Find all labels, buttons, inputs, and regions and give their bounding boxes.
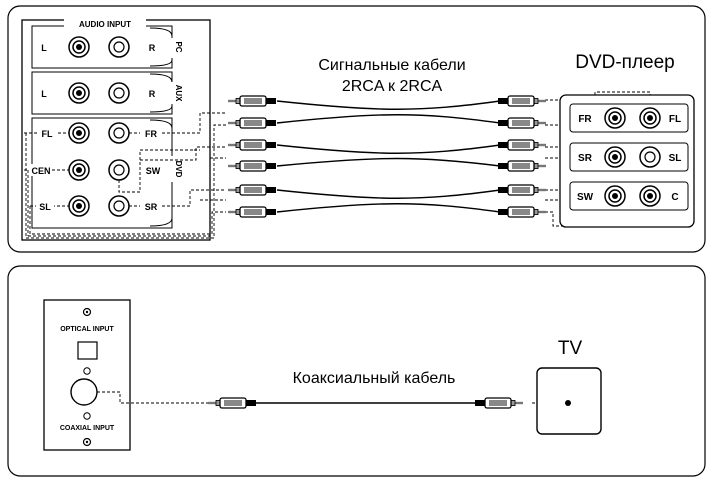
dvd-label: DVD xyxy=(174,161,183,178)
dvd-sr-jack xyxy=(604,146,626,168)
fl-jack xyxy=(68,122,90,144)
dvd-c-label: C xyxy=(671,192,678,203)
pc-right-jack xyxy=(108,36,130,58)
input-plate: OPTICAL INPUT COAXIAL INPUT xyxy=(43,299,131,451)
dvd-fr-jack xyxy=(604,107,626,129)
aux-right-label: R xyxy=(149,89,156,99)
sl-jack xyxy=(68,195,90,217)
aux-label: AUX xyxy=(174,85,183,103)
aux-right-jack xyxy=(108,82,130,104)
tv-box xyxy=(536,367,602,435)
optical-input-port xyxy=(77,341,98,360)
top-panel xyxy=(7,5,706,253)
rca-plugs-left xyxy=(227,95,277,218)
dvd-sw-label: SW xyxy=(577,192,594,203)
fr-label: FR xyxy=(145,129,157,139)
dvd-sl-label: SL xyxy=(669,153,682,164)
pc-right-label: R xyxy=(149,43,156,53)
dvd-c-jack xyxy=(639,185,661,207)
dvd-sl-jack xyxy=(639,146,661,168)
aux-left-label: L xyxy=(41,89,47,99)
cen-label: CEN xyxy=(31,166,50,176)
audio-input-label: AUDIO INPUT xyxy=(79,20,131,29)
fr-jack xyxy=(108,122,130,144)
cable-caption-line2: 2RCA к 2RCA xyxy=(342,78,443,95)
dvd-fr-label: FR xyxy=(578,114,592,125)
pc-left-label: L xyxy=(41,43,47,53)
receiver-audio-input: AUDIO INPUT PC AUX DVD L R L R xyxy=(21,19,211,241)
dvd-fl-label: FL xyxy=(669,114,681,125)
dvd-fl-jack xyxy=(639,107,661,129)
coaxial-input-port xyxy=(70,378,98,406)
cable-caption-line1: Сигнальные кабели xyxy=(318,57,465,74)
sr-label: SR xyxy=(145,202,158,212)
coax-plug-right xyxy=(474,397,524,409)
tv-label: TV xyxy=(558,338,583,359)
dvd-sw-jack xyxy=(604,185,626,207)
sl-label: SL xyxy=(39,202,51,212)
cen-jack xyxy=(68,159,90,181)
dvd-sr-label: SR xyxy=(578,153,593,164)
pc-label: PC xyxy=(174,41,183,52)
coaxial-input-label: COAXIAL INPUT xyxy=(60,425,115,432)
fl-label: FL xyxy=(42,129,53,139)
coax-plug-left xyxy=(207,397,257,409)
rca-plugs-right xyxy=(497,95,547,218)
sw-jack xyxy=(108,159,130,181)
coax-cable-caption: Коаксиальный кабель xyxy=(293,370,456,387)
receiver-channel-labels: FL FR CEN SW SL SR xyxy=(30,127,163,212)
sw-label: SW xyxy=(146,166,161,176)
aux-left-jack xyxy=(68,82,90,104)
dvd-player-title: DVD-плеер xyxy=(575,52,675,73)
dvd-player-panel: FR FL SR SL SW C xyxy=(559,94,695,228)
rca-cables xyxy=(276,100,501,213)
tv-coax-port xyxy=(565,400,571,406)
dashed-wiring xyxy=(24,91,653,239)
pc-left-jack xyxy=(68,36,90,58)
bottom-panel xyxy=(7,265,706,477)
sr-jack xyxy=(108,195,130,217)
optical-input-label: OPTICAL INPUT xyxy=(60,326,114,333)
